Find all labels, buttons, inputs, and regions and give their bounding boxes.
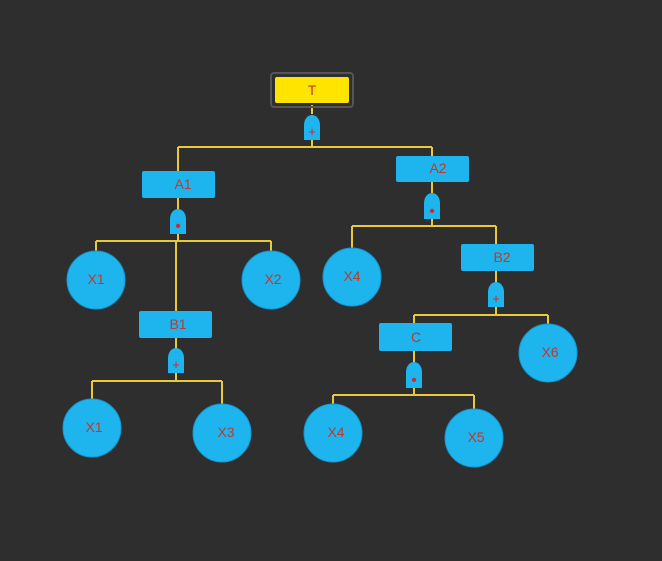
- event-a1-label: A1: [174, 176, 191, 192]
- and-gate-c[interactable]: •: [406, 362, 422, 389]
- basic-event-x1-b[interactable]: X1: [62, 398, 122, 458]
- basic-event-x4-b-label: X4: [327, 424, 344, 440]
- or-gate-b1[interactable]: +: [168, 348, 184, 373]
- and-gate-a1[interactable]: •: [170, 209, 186, 235]
- connector-lines: [91, 105, 549, 410]
- basic-event-x4-a[interactable]: X4: [322, 247, 382, 307]
- and-gate-c-symbol: •: [411, 372, 417, 389]
- event-a2-label: A2: [429, 160, 446, 176]
- event-a1[interactable]: A1: [142, 171, 215, 198]
- basic-event-x6-label: X6: [541, 344, 558, 360]
- top-event[interactable]: T: [270, 72, 354, 108]
- and-gate-a2-symbol: •: [429, 203, 435, 220]
- basic-event-x2-label: X2: [264, 271, 281, 287]
- basic-event-x1-a[interactable]: X1: [66, 250, 126, 310]
- basic-event-x1-b-label: X1: [85, 419, 102, 435]
- event-b1[interactable]: B1: [139, 311, 212, 338]
- or-gate-top[interactable]: +: [304, 115, 320, 140]
- and-gate-a2[interactable]: •: [424, 193, 440, 220]
- top-event-label: T: [308, 82, 317, 98]
- or-gate-b1-symbol: +: [172, 357, 180, 372]
- basic-event-x1-a-label: X1: [87, 271, 104, 287]
- basic-event-x6[interactable]: X6: [518, 323, 578, 383]
- basic-event-x3[interactable]: X3: [192, 403, 252, 463]
- basic-event-x5[interactable]: X5: [444, 408, 504, 468]
- event-b1-label: B1: [169, 316, 186, 332]
- and-gate-a1-symbol: •: [175, 218, 181, 235]
- event-c[interactable]: C: [379, 323, 452, 351]
- event-b2-label: B2: [493, 249, 510, 265]
- or-gate-top-symbol: +: [308, 124, 316, 139]
- event-a2[interactable]: A2: [396, 156, 469, 182]
- basic-event-x3-label: X3: [217, 424, 234, 440]
- basic-event-x5-label: X5: [467, 429, 484, 445]
- basic-event-x4-b[interactable]: X4: [303, 403, 363, 463]
- basic-event-x4-a-label: X4: [343, 268, 360, 284]
- event-c-label: C: [411, 329, 421, 345]
- basic-event-x2[interactable]: X2: [241, 250, 301, 310]
- event-b2[interactable]: B2: [461, 244, 534, 271]
- or-gate-b2-symbol: +: [492, 291, 500, 306]
- or-gate-b2[interactable]: +: [488, 282, 504, 307]
